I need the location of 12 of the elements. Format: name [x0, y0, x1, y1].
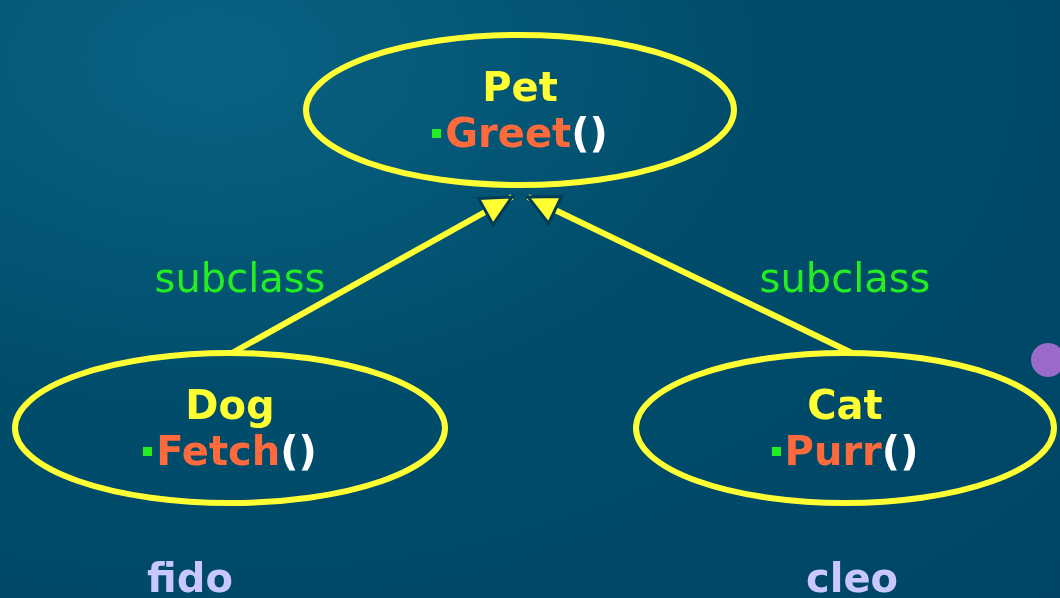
method-name: Greet() [445, 113, 608, 153]
instance-name: fido [147, 558, 233, 598]
class-name: Pet [482, 67, 558, 107]
edge-label: subclass [154, 258, 326, 298]
instance-name: cleo [806, 558, 898, 598]
class-name: Cat [807, 385, 883, 425]
class-ellipse [633, 350, 1057, 506]
method-name: Fetch() [156, 431, 317, 471]
method-name: Purr() [784, 431, 919, 471]
class-ellipse [303, 32, 737, 188]
class-ellipse [12, 350, 448, 506]
edge-label: subclass [759, 258, 931, 298]
